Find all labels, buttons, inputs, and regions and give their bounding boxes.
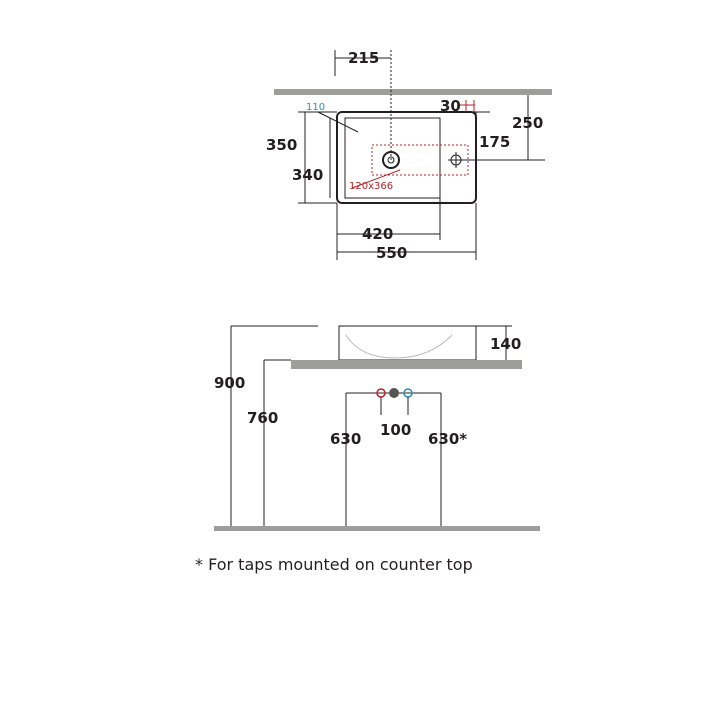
- cutout-rect: [371, 144, 469, 176]
- label-550: 550: [376, 244, 407, 262]
- counter-top: [291, 360, 522, 369]
- basin-side: [338, 325, 477, 361]
- label-760: 760: [247, 409, 278, 427]
- footnote: * For taps mounted on counter top: [195, 555, 473, 574]
- drain-inner: [387, 156, 395, 164]
- label-630-right: 630*: [428, 430, 467, 448]
- label-cutout: 120x366: [349, 181, 393, 192]
- label-100: 100: [380, 421, 411, 439]
- label-140: 140: [490, 335, 521, 353]
- floor: [214, 526, 540, 531]
- label-175: 175: [479, 133, 510, 151]
- label-630-left: 630: [330, 430, 361, 448]
- drain-circle: [382, 151, 400, 169]
- drain-connection: [389, 388, 399, 398]
- label-250: 250: [512, 114, 543, 132]
- label-215: 215: [348, 49, 379, 67]
- wall-bar: [274, 89, 552, 95]
- drain-leader: [317, 111, 359, 133]
- label-30: 30: [440, 97, 461, 115]
- label-340: 340: [292, 166, 323, 184]
- label-900: 900: [214, 374, 245, 392]
- label-420: 420: [362, 225, 393, 243]
- label-350: 350: [266, 136, 297, 154]
- side-view: 900 760 140 100 630 630*: [214, 325, 540, 531]
- basin-curve: [345, 334, 453, 359]
- cutout-leader: [351, 169, 401, 189]
- top-view: 215 110 30 250 175 350 340 120x366 420: [266, 49, 552, 262]
- label-110: 110: [306, 102, 325, 113]
